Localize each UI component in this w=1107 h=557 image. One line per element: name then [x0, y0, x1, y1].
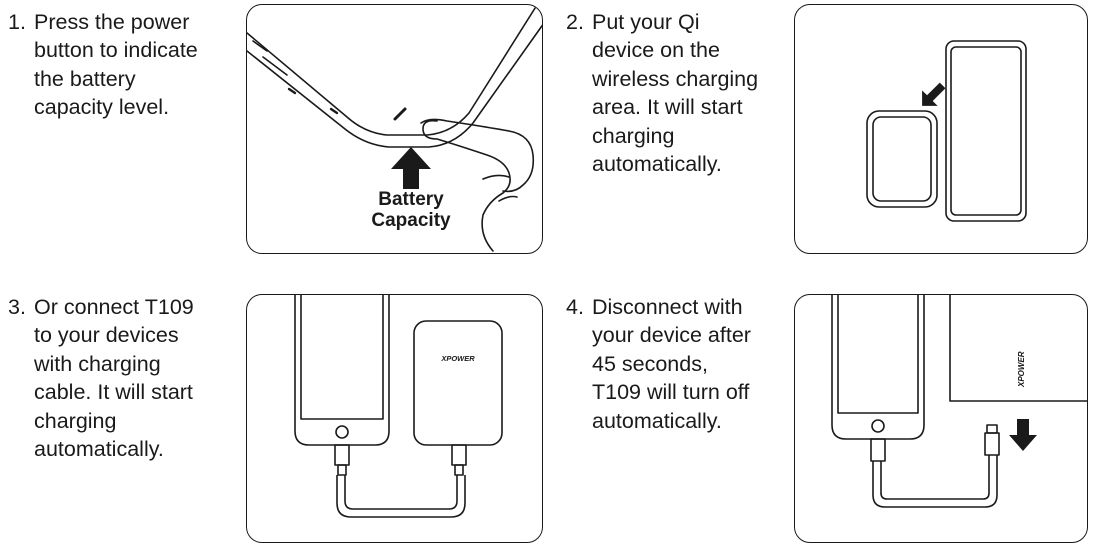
panel-disconnect: XPOWER — [794, 294, 1088, 543]
device-outer-edge — [247, 5, 538, 136]
battery-capacity-label-line2: Capacity — [371, 210, 451, 231]
home-button-icon — [871, 419, 885, 433]
phone-outline — [831, 295, 925, 440]
phone-outline — [294, 295, 390, 446]
disconnect-illustration: XPOWER — [831, 295, 1087, 508]
step-1-text: Press the power button to indicate the b… — [34, 10, 198, 120]
power-button-illustration: Battery Capacity — [247, 5, 542, 252]
finger-icon — [420, 118, 535, 252]
power-bank-outline — [949, 295, 1087, 402]
panel-power-button: Battery Capacity — [246, 4, 543, 254]
down-arrow-icon — [1009, 419, 1037, 451]
power-bank-outline — [413, 320, 503, 446]
step-3-number: 3. — [8, 295, 26, 319]
cable-charging-illustration: XPOWER — [294, 295, 503, 518]
panel-cable-charging: XPOWER — [246, 294, 543, 543]
device-inner-edge — [247, 24, 542, 148]
wireless-charging-illustration — [866, 40, 1027, 222]
power-bank-outline — [945, 40, 1027, 222]
down-left-arrow-icon — [922, 82, 946, 106]
xpower-logo-text: XPOWER — [1017, 351, 1026, 388]
xpower-logo-text: XPOWER — [440, 354, 475, 363]
step-2-text: Put your Qi device on the wireless charg… — [592, 10, 759, 177]
up-arrow-icon — [391, 147, 431, 189]
step-4-text: Disconnect with your device after 45 sec… — [592, 295, 751, 433]
step-4-number: 4. — [566, 295, 584, 319]
home-button-icon — [335, 425, 349, 439]
battery-capacity-label-line1: Battery — [378, 189, 444, 210]
panel-wireless-charging — [794, 4, 1088, 254]
step-2-number: 2. — [566, 10, 584, 34]
step-3-text: Or connect T109 to your devices with cha… — [34, 295, 194, 462]
step-1-number: 1. — [8, 10, 26, 34]
qi-device-outline — [866, 110, 938, 208]
